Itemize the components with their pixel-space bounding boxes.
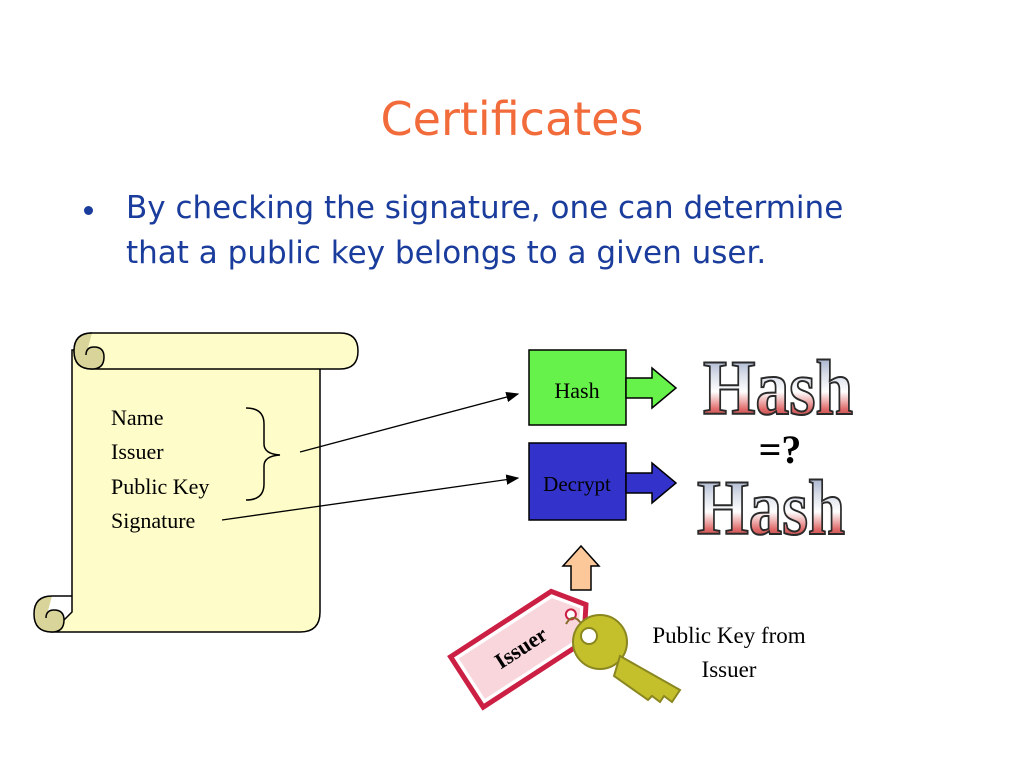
decrypt-output-arrow xyxy=(625,461,678,505)
decrypt-box xyxy=(528,442,627,521)
hash-word-bottom: Hash xyxy=(697,464,845,551)
scroll-body xyxy=(50,349,321,633)
hash-box xyxy=(528,349,627,426)
curly-brace xyxy=(245,407,281,501)
hash-word-top: Hash xyxy=(703,344,853,431)
scroll-bottom-roll xyxy=(33,595,65,633)
field-public-key: Public Key xyxy=(111,474,209,499)
field-name: Name xyxy=(111,405,164,430)
issuer-tag: Issuer xyxy=(447,588,589,711)
slide-title: Certificates xyxy=(380,92,644,146)
key-caption-line1: Public Key from xyxy=(652,623,805,648)
field-signature: Signature xyxy=(111,508,195,533)
bullet-dot xyxy=(84,206,93,215)
hash-box-label: Hash xyxy=(554,378,599,403)
scroll-top-roll xyxy=(73,332,359,370)
bullet-text: By checking the signature, one can deter… xyxy=(126,190,844,271)
key-caption-line2: Issuer xyxy=(702,657,757,682)
decrypt-box-label: Decrypt xyxy=(543,472,611,496)
hash-output-arrow xyxy=(625,366,678,410)
arrow-to-hash xyxy=(299,391,520,453)
field-issuer: Issuer xyxy=(111,439,164,464)
up-arrow xyxy=(561,544,601,591)
arrow-to-decrypt xyxy=(221,474,520,521)
key-icon xyxy=(572,614,682,704)
compare-label: =? xyxy=(759,427,802,472)
certificate-scroll xyxy=(33,332,359,633)
